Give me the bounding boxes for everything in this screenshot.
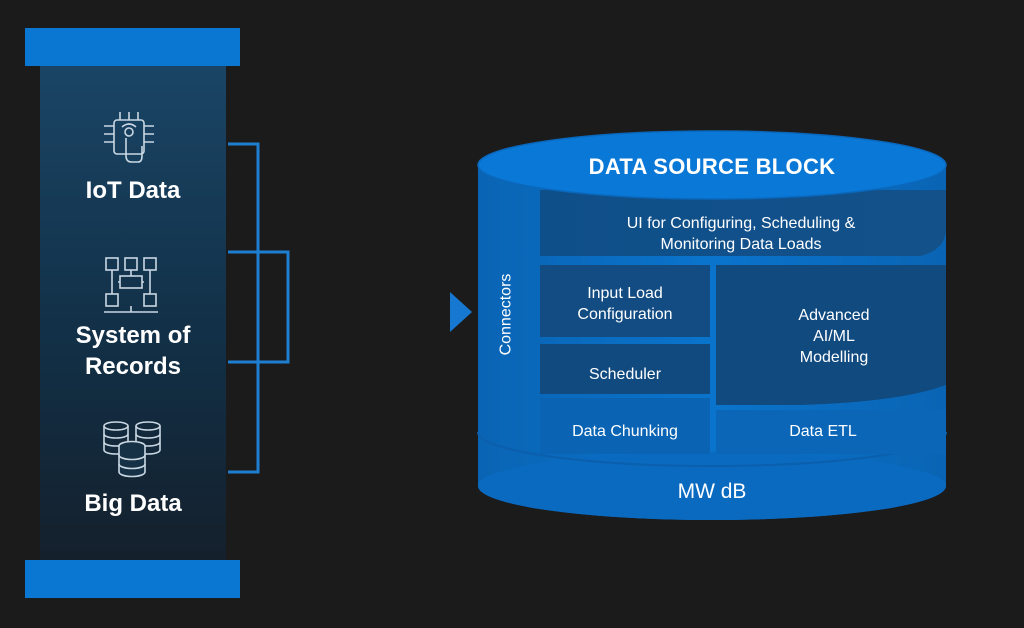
mw-db-label: MW dB <box>677 479 747 503</box>
ui-config-block: UI for Configuring, Scheduling & Monitor… <box>540 208 942 260</box>
panel-top-cap <box>25 28 240 66</box>
ai-ml-block: Advanced AI/ML Modelling <box>726 300 942 372</box>
scheduler-block: Scheduler <box>588 365 662 383</box>
ai-ml-line3: Modelling <box>799 348 869 366</box>
ui-config-line2: Monitoring Data Loads <box>660 236 822 253</box>
system-of-records-line2: Records <box>84 353 182 380</box>
system-of-records-label: System of Records <box>40 320 226 382</box>
connectors-text: Connectors <box>497 273 515 355</box>
database-stack-icon <box>103 421 161 478</box>
ai-ml-line2: AI/ML <box>813 327 855 345</box>
data-chunking-block: Data Chunking <box>572 422 678 440</box>
arrow-head-icon <box>450 292 472 332</box>
iot-data-label: IoT Data <box>85 177 181 204</box>
data-source-block-title: DATA SOURCE BLOCK <box>588 153 836 179</box>
data-source-cylinder <box>477 130 947 520</box>
big-data-label: Big Data <box>84 490 182 517</box>
input-load-line2: Configuration <box>577 306 673 323</box>
input-load-line1: Input Load <box>587 285 663 302</box>
bracket-connector <box>228 142 452 474</box>
data-etl-block: Data ETL <box>789 422 857 440</box>
ui-config-line1: UI for Configuring, Scheduling & <box>626 215 856 232</box>
panel-bottom-cap <box>25 560 240 598</box>
connectors-label: Connectors <box>486 196 526 432</box>
network-blocks-icon <box>104 257 158 313</box>
system-of-records-line1: System of <box>75 322 191 349</box>
iot-chip-touch-icon <box>104 112 154 163</box>
ai-ml-line1: Advanced <box>798 306 870 324</box>
input-load-block: Input Load Configuration <box>540 278 710 330</box>
